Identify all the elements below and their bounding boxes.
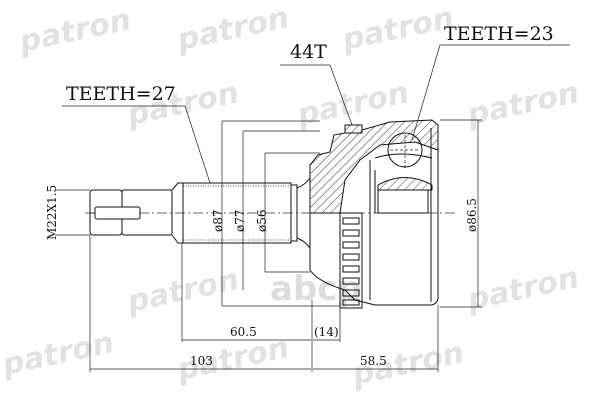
- length-dimensions: 60.5 (14) 103 58.5: [89, 235, 439, 372]
- diameter-dimensions: ø87 ø77 ø56 ø86.5 M22X1.5: [45, 119, 482, 308]
- watermark-text: patron: [338, 0, 457, 58]
- watermark-secondary: abcp: [270, 269, 362, 309]
- abs-ring: [339, 212, 363, 309]
- threaded-stub: [89, 182, 184, 244]
- dim-14: (14): [314, 325, 339, 339]
- dim-thread: M22X1.5: [45, 185, 59, 240]
- watermark-text: patron: [123, 262, 242, 320]
- callout-teeth-27: TEETH=27: [66, 83, 176, 105]
- dim-58-5: 58.5: [360, 354, 387, 368]
- dim-d77: ø77: [233, 210, 247, 233]
- watermark-text: patron: [463, 260, 582, 318]
- dim-d87: ø87: [211, 210, 225, 233]
- watermark-text: patron: [15, 2, 134, 60]
- outer-housing: [309, 119, 439, 306]
- callouts: TEETH=27 44T TEETH=23: [62, 23, 570, 184]
- watermark-text: patron: [0, 325, 117, 383]
- dim-d56: ø56: [255, 210, 269, 233]
- callout-44t: 44T: [290, 41, 327, 63]
- watermark-text: patron: [173, 0, 292, 58]
- watermark-text: patron: [463, 75, 582, 133]
- dim-60-5: 60.5: [230, 325, 257, 339]
- dim-d86-5: ø86.5: [465, 198, 479, 232]
- dim-103: 103: [190, 354, 213, 368]
- callout-teeth-23: TEETH=23: [444, 23, 554, 45]
